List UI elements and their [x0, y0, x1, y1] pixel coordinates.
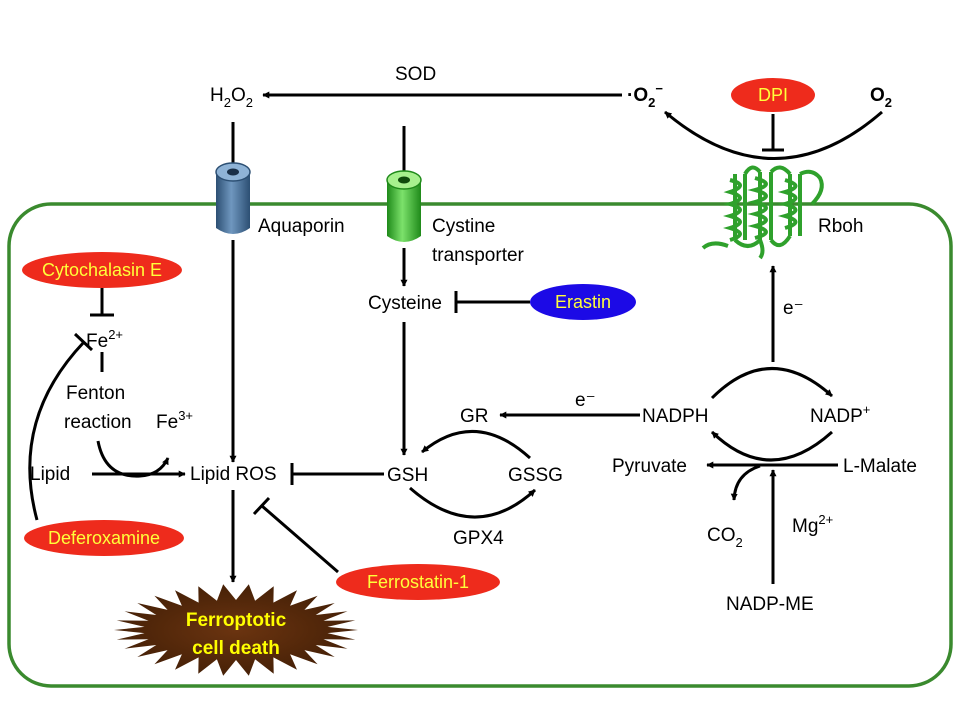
l-malate-label: L-Malate: [843, 456, 917, 477]
deferoxamine-label: Deferoxamine: [48, 528, 160, 548]
gssg-label: GSSG: [508, 465, 563, 486]
aquaporin-label: Aquaporin: [258, 216, 345, 237]
deferoxamine-inhibit-bar: [73, 332, 94, 352]
ferrostatin-inhibit-bar: [252, 496, 271, 516]
cystine-transporter-icon: [386, 170, 422, 242]
death-label-line1: Ferroptotic: [186, 610, 287, 631]
nadph-to-nadp-arc-arrow: [710, 367, 834, 400]
fenton-label-1: Fenton: [66, 383, 125, 404]
cysteine-label: Cysteine: [368, 293, 442, 314]
ferrostatin-inhibit-line: [261, 504, 339, 574]
gsh-to-gssg-arc-arrow: [409, 486, 537, 519]
cytochalasin-badge: [22, 252, 182, 288]
aquaporin-channel-icon: [215, 162, 251, 234]
o2-label: O2: [870, 85, 892, 110]
e-minus-gr-label: e⁻: [575, 390, 596, 411]
cell-membrane: [7, 202, 953, 688]
fenton-fe3-curve-arrow: [96, 440, 170, 478]
lipid-label: Lipid: [30, 464, 70, 485]
dpi-label: DPI: [758, 85, 788, 105]
co2-label: CO2: [707, 525, 743, 550]
nadp-to-nadph-arc-arrow: [710, 430, 834, 462]
deferoxamine-badge: [24, 520, 184, 556]
superoxide-label: ·O2−: [627, 81, 663, 110]
ferrostatin-label: Ferrostatin-1: [367, 572, 469, 592]
h2o2-label: H2O2: [210, 85, 253, 110]
gsh-label: GSH: [387, 465, 428, 486]
gpx4-label: GPX4: [453, 528, 504, 549]
fe3-label: Fe3+: [156, 408, 193, 433]
cystine-transporter-label-1: Cystine: [432, 216, 495, 237]
deferoxamine-inhibit-curve: [28, 340, 86, 521]
rboh-label: Rboh: [818, 216, 863, 237]
ferroptotic-death-starburst: [114, 584, 358, 676]
nadp-me-label: NADP-ME: [726, 594, 814, 615]
dpi-badge: [731, 78, 815, 112]
cytochalasin-label: Cytochalasin E: [42, 260, 162, 280]
fe2-label: Fe2+: [86, 327, 123, 352]
e-minus-rboh-label: e⁻: [783, 298, 804, 319]
co2-release-arrow: [730, 464, 761, 501]
pyruvate-label: Pyruvate: [612, 456, 687, 477]
sod-label: SOD: [395, 64, 436, 85]
erastin-label: Erastin: [555, 292, 611, 312]
erastin-badge: [530, 284, 636, 320]
lipid-ros-label: Lipid ROS: [190, 464, 277, 485]
gssg-to-gsh-arc-arrow: [421, 430, 532, 460]
rboh-arc-arrow: [664, 110, 883, 160]
nadph-label: NADPH: [642, 406, 709, 427]
fenton-label-2: reaction: [64, 412, 132, 433]
rboh-enzyme-icon: [701, 165, 824, 260]
death-label-line2: cell death: [192, 638, 280, 659]
gr-label: GR: [460, 406, 489, 427]
nadp-plus-label: NADP+: [810, 402, 870, 427]
mg-label: Mg2+: [792, 512, 833, 537]
cystine-transporter-label-2: transporter: [432, 245, 525, 266]
ferrostatin-badge: [336, 564, 500, 600]
